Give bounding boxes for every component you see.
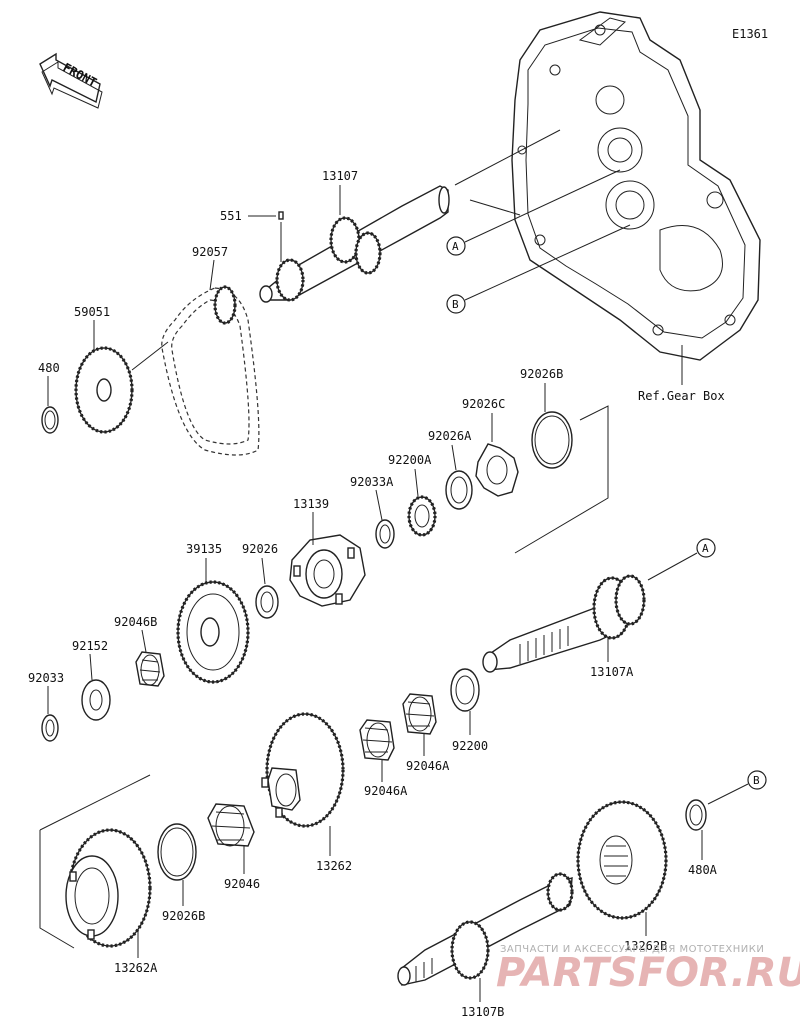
part-92046a-bearing-left <box>359 719 395 761</box>
watermark-tagline: ЗАПЧАСТИ И АКСЕССУАРЫ ДЛЯ МОТОТЕХНИКИ <box>500 944 764 955</box>
label-13107b: 13107B <box>461 1005 504 1019</box>
part-39135-gear <box>176 580 250 684</box>
label-92033: 92033 <box>28 671 64 685</box>
label-13262: 13262 <box>316 859 352 873</box>
label-92026b-bottom: 92026B <box>162 909 205 923</box>
ref-gear-box-label: Ref.Gear Box <box>638 389 725 403</box>
part-92026c-washer <box>475 443 519 497</box>
callout-a-bottom: A <box>647 538 716 581</box>
label-13262a: 13262A <box>114 961 158 975</box>
label-92046a-right: 92046A <box>406 759 450 773</box>
part-92200a-bearing <box>407 495 437 537</box>
part-13262b-gear <box>576 800 668 920</box>
part-551-key <box>278 211 284 220</box>
callout-b-bottom: B <box>707 770 767 805</box>
label-92057: 92057 <box>192 245 228 259</box>
label-92026c: 92026C <box>462 397 505 411</box>
label-92026a: 92026A <box>428 429 472 443</box>
part-13107a-shaft <box>482 574 646 673</box>
label-59051: 59051 <box>74 305 110 319</box>
label-13139: 13139 <box>293 497 329 511</box>
part-59051-sprocket <box>74 346 134 434</box>
svg-text:B: B <box>753 774 760 787</box>
label-480a: 480A <box>688 863 718 877</box>
part-92200-washer <box>450 668 480 712</box>
part-13262a-gear <box>65 828 152 948</box>
part-92152-collar <box>81 679 111 721</box>
part-13107b-shaft <box>397 872 574 986</box>
callout-b-top: B <box>446 224 631 314</box>
label-13262b: 13262B <box>624 939 667 953</box>
part-13262-gear <box>261 712 345 828</box>
part-92046b-needle-bearing <box>135 651 165 687</box>
label-92026b-top: 92026B <box>520 367 563 381</box>
label-92046: 92046 <box>224 877 260 891</box>
label-92046a-left: 92046A <box>364 784 408 798</box>
part-480a-circlip <box>685 799 707 831</box>
label-92026: 92026 <box>242 542 278 556</box>
label-13107: 13107 <box>322 169 358 183</box>
part-13107-shaft <box>259 185 450 303</box>
part-92033-circlip <box>41 714 59 742</box>
label-480: 480 <box>38 361 60 375</box>
label-92152: 92152 <box>72 639 108 653</box>
part-92046a-bearing-right <box>402 693 437 735</box>
svg-text:A: A <box>702 542 709 555</box>
part-480-circlip <box>41 406 59 434</box>
callout-a-top: A <box>446 169 621 256</box>
front-arrow-icon: FRONT <box>39 52 103 109</box>
part-92026b-oring-bottom <box>157 823 197 881</box>
part-92057-chain <box>161 285 260 456</box>
label-92046b: 92046B <box>114 615 157 629</box>
diagram-code: E1361 <box>732 27 768 41</box>
part-92046-cage <box>207 803 255 847</box>
part-13139-hub <box>289 534 366 607</box>
label-92200: 92200 <box>452 739 488 753</box>
label-551: 551 <box>220 209 242 223</box>
svg-text:A: A <box>452 240 459 253</box>
part-92026-washer <box>255 585 279 619</box>
label-92200a: 92200A <box>388 453 432 467</box>
label-13107a: 13107A <box>590 665 634 679</box>
label-39135: 39135 <box>186 542 222 556</box>
watermark-brand: PARTSFOR.RU <box>496 950 800 996</box>
part-92026b-oring-top <box>531 411 573 469</box>
label-92033a: 92033A <box>350 475 394 489</box>
svg-text:B: B <box>452 298 459 311</box>
part-92026a-washer <box>445 470 473 510</box>
part-92033a-circlip <box>375 519 395 549</box>
gear-box-housing <box>469 11 761 361</box>
